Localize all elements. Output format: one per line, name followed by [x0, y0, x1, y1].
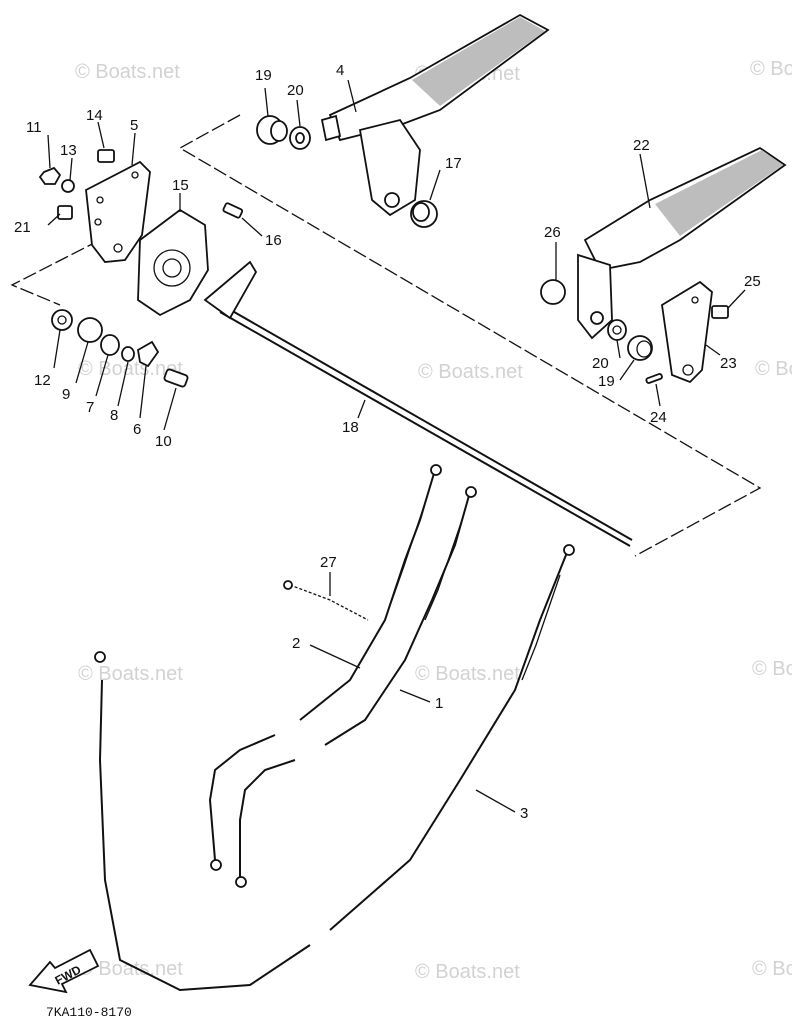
callout-18: 18	[342, 419, 359, 436]
callout-9: 9	[62, 386, 70, 403]
callout-12: 12	[34, 372, 51, 389]
callout-3: 3	[520, 805, 528, 822]
washer-12[interactable]	[51, 309, 73, 331]
callout-23: 23	[720, 355, 737, 372]
bushing-7[interactable]	[100, 334, 120, 356]
callout-4: 4	[336, 62, 344, 79]
callout-1: 1	[435, 695, 443, 712]
watermark: © Boats.net	[750, 58, 792, 80]
diagram-code: 7KA110-8170	[46, 1005, 132, 1020]
watermark: © Boats.net	[415, 663, 520, 685]
callout-8: 8	[110, 407, 118, 424]
callout-13: 13	[60, 142, 77, 159]
collar-9[interactable]	[77, 317, 103, 343]
callout-22: 22	[633, 137, 650, 154]
callout-6: 6	[133, 421, 141, 438]
callout-11: 11	[26, 119, 42, 136]
washer-13[interactable]	[61, 179, 75, 193]
callout-26: 26	[544, 224, 561, 241]
washer-20-right[interactable]	[607, 319, 627, 341]
cover-15[interactable]	[137, 208, 209, 317]
watermark: © Boats.net	[78, 358, 183, 380]
steering-handle-left[interactable]	[320, 13, 550, 217]
callout-19-top: 19	[255, 67, 272, 84]
bushing-17[interactable]	[410, 200, 438, 228]
wire-27[interactable]	[283, 580, 369, 621]
callout-21: 21	[14, 219, 31, 236]
link-6[interactable]	[137, 340, 160, 368]
bolt-10[interactable]	[163, 368, 189, 388]
cable-3[interactable]	[94, 544, 575, 992]
watermark: © Boats.net	[418, 361, 523, 383]
bracket-5[interactable]	[85, 160, 151, 263]
watermarks: © Boats.net © Boats.net © Boats.net © Bo…	[75, 58, 792, 983]
screw-16[interactable]	[222, 202, 244, 219]
bushing-26[interactable]	[540, 279, 566, 305]
callout-10: 10	[155, 433, 172, 450]
callout-5: 5	[130, 117, 138, 134]
washer-20-top[interactable]	[289, 126, 311, 150]
watermark: © Boats.net	[755, 358, 792, 380]
callout-15: 15	[172, 177, 189, 194]
bolt-14[interactable]	[97, 149, 115, 163]
callout-25: 25	[744, 273, 761, 290]
callout-24: 24	[650, 409, 667, 426]
nut-11[interactable]	[38, 166, 62, 185]
callout-7: 7	[86, 399, 94, 416]
watermark: © Boats.net	[415, 961, 520, 983]
watermark: © Boats.net	[78, 663, 183, 685]
callout-14: 14	[86, 107, 103, 124]
callouts: 11 13 14 5 21 15 16 19 20 4 17 22 26 25 …	[14, 62, 761, 822]
watermark: © Boats.net	[75, 61, 180, 83]
bolt-25[interactable]	[711, 305, 729, 319]
callout-17: 17	[445, 155, 462, 172]
bracket-23[interactable]	[661, 280, 713, 384]
callout-19-right: 19	[598, 373, 615, 390]
bushing-19-top[interactable]	[256, 115, 288, 145]
callout-2: 2	[292, 635, 300, 652]
washer-8[interactable]	[121, 346, 135, 362]
watermark: © Boats.net	[752, 958, 792, 980]
cable-2[interactable]	[208, 464, 442, 871]
watermark: © Boats.net	[752, 658, 792, 680]
assembly-outline	[10, 114, 762, 557]
shaft-18[interactable]	[203, 260, 633, 547]
leader-lines	[47, 79, 746, 813]
steering-handle-right[interactable]	[577, 146, 787, 340]
bolt-21[interactable]	[57, 205, 73, 220]
callout-27: 27	[320, 554, 337, 571]
cable-1[interactable]	[235, 486, 477, 888]
bushing-19-right[interactable]	[627, 335, 653, 361]
fwd-arrow: FWD	[28, 948, 100, 994]
callout-20-top: 20	[287, 82, 304, 99]
callout-20-right: 20	[592, 355, 609, 372]
pin-24[interactable]	[645, 373, 663, 384]
callout-16: 16	[265, 232, 282, 249]
watermark: © Boats.net	[78, 958, 183, 980]
